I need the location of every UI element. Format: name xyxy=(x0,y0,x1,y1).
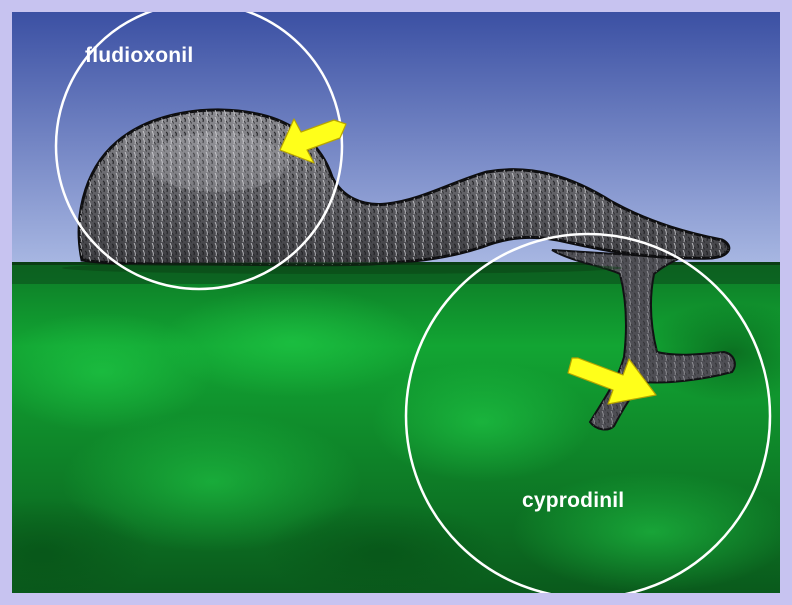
cyprodinil-label: cyprodinil xyxy=(522,489,624,513)
scene-svg xyxy=(12,12,780,593)
illustration: fludioxonil cyprodinil xyxy=(12,12,780,593)
soil-layer xyxy=(12,262,780,593)
fludioxonil-label: fludioxonil xyxy=(85,44,193,68)
